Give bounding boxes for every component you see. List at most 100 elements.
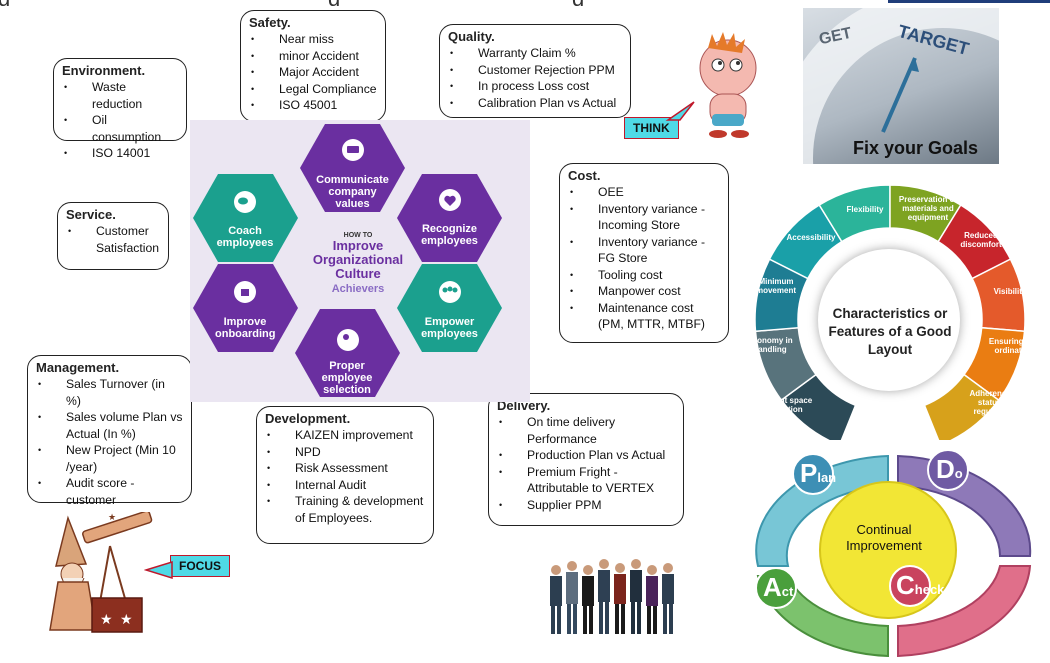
check-arrow	[897, 565, 1032, 658]
ring-label-accessibility: Accessibility	[786, 233, 836, 242]
list-item: Manpower cost	[568, 283, 720, 300]
list-item: Audit score - customer	[36, 475, 183, 508]
character-eye	[729, 58, 743, 72]
act-badge	[755, 567, 797, 609]
culture-graphic: Communicate company values Recognize emp…	[190, 120, 530, 402]
how-to-label: HOW TO	[343, 232, 373, 239]
ring-segment	[923, 373, 1000, 440]
thinking-character-illustration	[699, 32, 757, 138]
hex-label-empower: Empower employees	[421, 316, 478, 340]
hexagon-recognize	[397, 174, 502, 262]
list-item: On time delivery Performance	[497, 414, 675, 447]
environment-list: Waste reduction Oil consumption ISO 1400…	[62, 79, 178, 162]
ring-label-visibility: Visibility	[993, 287, 1027, 296]
list-item: In process Loss cost	[448, 78, 622, 95]
list-item: Major Accident	[249, 64, 377, 81]
culture-title-line1: Improve	[332, 238, 384, 253]
list-item: Supplier PPM	[497, 497, 675, 514]
wizard-telescope-illustration: ★ ★ ★	[49, 512, 153, 633]
act-rest: ct	[781, 584, 794, 599]
do-rest: o	[954, 466, 963, 481]
list-item: New Project (Min 10 /year)	[36, 442, 183, 475]
hex-label-onboarding: Improve onboarding	[215, 316, 276, 340]
think-callout-pointer	[665, 101, 695, 121]
hex-label-communicate: Communicate company values	[316, 174, 389, 210]
list-item: OEE	[568, 184, 720, 201]
hex-label-coach: Coach employees	[216, 225, 274, 249]
environment-title: Environment.	[62, 63, 146, 78]
focus-callout: FOCUS	[170, 555, 230, 577]
ring-center-text: Characteristics or Features of a Good La…	[828, 306, 952, 357]
character-shoe	[731, 130, 749, 138]
do-badge	[927, 449, 969, 491]
ring-label-preservation: Preservation of materials and equipment	[898, 195, 958, 222]
person-head	[343, 334, 349, 340]
list-item: Production Plan vs Actual	[497, 447, 675, 464]
management-list: Sales Turnover (in %) Sales volume Plan …	[36, 376, 183, 508]
chat-icon-inner	[347, 146, 359, 153]
act-label: Act	[763, 572, 793, 603]
service-box: Service. Customer Satisfaction	[57, 202, 169, 270]
quality-title: Quality.	[448, 29, 495, 44]
list-item: ISO 14001	[62, 145, 178, 162]
ring-label-coordination: Ensuring Co-ordination	[988, 337, 1040, 355]
list-item: Near miss	[249, 31, 377, 48]
culture-title-line2: Organizational	[312, 252, 404, 267]
list-item: Risk Assessment	[265, 460, 425, 477]
do-label: Do	[936, 454, 963, 485]
star-icon: ★	[108, 513, 116, 523]
hexagon-empower	[397, 264, 502, 352]
plan-rest: lan	[817, 470, 837, 485]
hex-label-recognize: Recognize employees	[421, 223, 478, 247]
star-icon: ★	[100, 612, 113, 628]
chest	[91, 597, 143, 633]
list-item: Internal Audit	[265, 477, 425, 494]
heading-fragment-3: g	[572, 0, 584, 6]
check-rest: heck	[914, 582, 945, 597]
ring-label-statutory: Adherence to statutory regulations	[969, 389, 1021, 416]
heart-shape	[444, 195, 456, 206]
star-icon: ★	[120, 612, 133, 628]
plan-label: Plan	[800, 458, 836, 489]
hexagon-selection	[295, 309, 400, 397]
act-letter: A	[763, 572, 782, 602]
top-right-bar	[888, 0, 1050, 3]
development-title: Development.	[265, 411, 351, 426]
character-pupil	[736, 61, 740, 65]
list-item: minor Accident	[249, 48, 377, 65]
plan-arrow	[755, 454, 889, 567]
layout-ring	[754, 184, 1026, 440]
heading-fragment-1: g	[0, 0, 10, 6]
culture-center-title: HOW TO Improve Organizational Culture Ac…	[303, 232, 413, 295]
ring-label-reduced: Reduced discomfort	[960, 231, 1002, 249]
check-badge	[889, 565, 931, 607]
ring-label-economy: Economy in handling	[747, 336, 793, 354]
hex-label-selection: Proper employee selection	[321, 360, 373, 396]
compass-dial-icon	[803, 8, 999, 164]
character-shoe	[709, 130, 727, 138]
check-label: Check	[896, 570, 944, 601]
management-box: Management. Sales Turnover (in %) Sales …	[27, 355, 192, 507]
development-list: KAIZEN improvement NPD Risk Assessment I…	[265, 427, 425, 526]
safety-list: Near miss minor Accident Major Accident …	[249, 31, 377, 114]
list-item: Training & development of Employees.	[265, 493, 425, 526]
list-item: Legal Compliance	[249, 81, 377, 98]
quality-box: Quality. Warranty Claim % Customer Rejec…	[439, 24, 631, 118]
character-eye	[711, 58, 725, 72]
list-item: Inventory variance - FG Store	[568, 234, 720, 267]
service-title: Service.	[66, 207, 116, 222]
group-icon-person	[452, 287, 458, 293]
check-letter: C	[896, 570, 915, 600]
safety-title: Safety.	[249, 15, 291, 30]
list-item: KAIZEN improvement	[265, 427, 425, 444]
thumb-shape	[241, 289, 249, 296]
wizard-robe	[49, 581, 97, 631]
ring-label-flexibility: Flexibility	[846, 205, 884, 214]
list-item: Oil consumption	[62, 112, 178, 145]
delivery-box: Delivery. On time delivery Performance P…	[488, 393, 684, 526]
ring-label-minimum: Minimum movement	[755, 277, 796, 295]
list-item: Sales Turnover (in %)	[36, 376, 183, 409]
list-item: Tooling cost	[568, 267, 720, 284]
plan-badge	[792, 453, 834, 495]
business-team-illustration	[550, 559, 674, 634]
